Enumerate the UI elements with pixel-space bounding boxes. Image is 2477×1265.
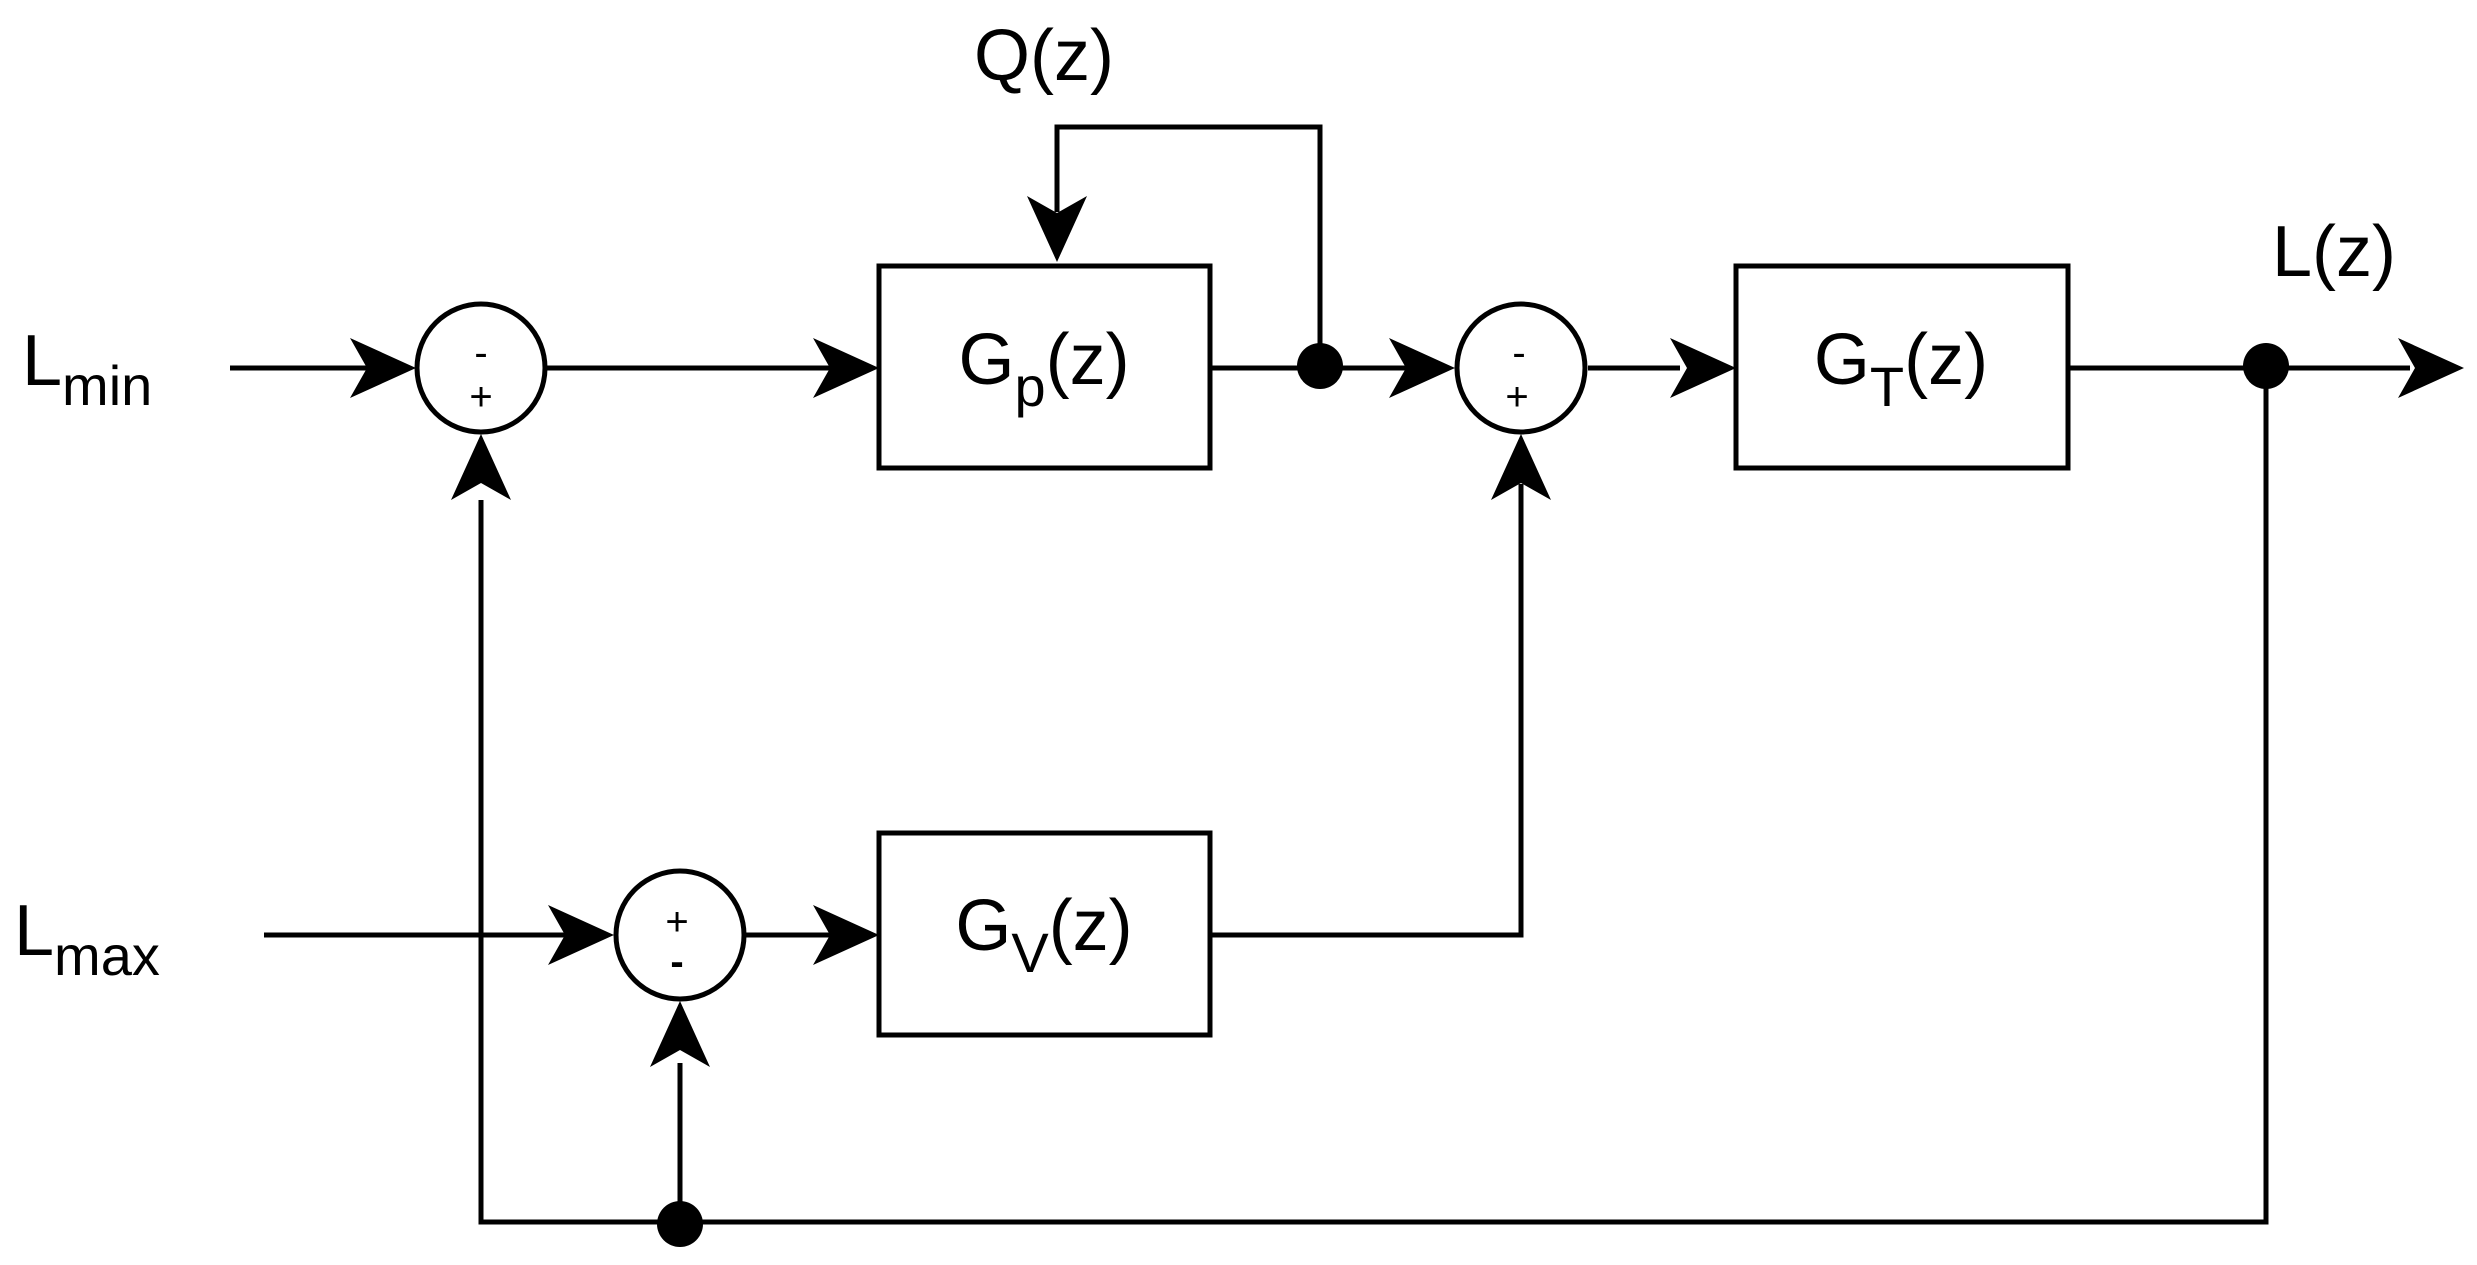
signal-wires	[230, 124, 2410, 1225]
summing-junction-2-bottom-sign: +	[1505, 375, 1528, 419]
summing-junction-2-circle	[1454, 301, 1588, 435]
block-gp-label: Gp(z)	[958, 320, 1129, 418]
summing-junction-3-bottom-sign: -	[670, 940, 683, 984]
block-gt-subscript: T	[1870, 355, 1904, 418]
block-gt: GT(z)	[1733, 263, 2071, 471]
block-gp: Gp(z)	[876, 263, 1213, 471]
arrow-gv-into-sum2	[1491, 434, 1551, 500]
input-lmin-label: Lmin	[22, 321, 152, 417]
summing-junction-2: - +	[1454, 301, 1588, 435]
block-gv: GV(z)	[876, 830, 1213, 1038]
summing-junction-1-circle	[414, 301, 548, 435]
arrow-into-gp	[813, 338, 879, 398]
branch-point-output	[2243, 343, 2289, 389]
block-gv-subscript: V	[1011, 921, 1049, 984]
arrow-into-sum1	[350, 338, 416, 398]
block-gt-label: GT(z)	[1814, 320, 1988, 418]
block-gp-argument: (z)	[1046, 320, 1130, 400]
block-gv-box	[876, 830, 1213, 1038]
arrow-feedback-into-sum1	[451, 434, 511, 500]
block-gv-base: G	[955, 886, 1011, 966]
block-gt-base: G	[1814, 320, 1870, 400]
arrow-feedback-into-sum3	[650, 1001, 710, 1067]
block-gv-label: GV(z)	[955, 886, 1132, 984]
arrow-output	[2398, 338, 2464, 398]
wire-q-loop	[1054, 124, 1323, 368]
arrow-into-sum2	[1389, 338, 1455, 398]
input-lmin-subscript: min	[62, 354, 152, 417]
block-gt-box	[1733, 263, 2071, 471]
disturbance-q-label: Q(z)	[974, 16, 1114, 96]
arrow-into-gv	[813, 905, 879, 965]
summing-junction-1: - +	[414, 301, 548, 435]
arrow-into-gt	[1670, 338, 1736, 398]
output-l-label: L(z)	[2272, 212, 2396, 292]
wire-output-feedback	[478, 368, 2269, 1225]
block-gp-box	[876, 263, 1213, 471]
block-gt-argument: (z)	[1904, 320, 1988, 400]
summing-junction-1-top-sign: -	[474, 331, 487, 375]
input-lmax-label: Lmax	[14, 891, 160, 987]
arrow-into-sum3	[548, 905, 614, 965]
block-gp-base: G	[958, 320, 1014, 400]
summing-junction-3: + -	[613, 868, 747, 1002]
block-gv-argument: (z)	[1049, 886, 1133, 966]
summing-junction-3-circle	[613, 868, 747, 1002]
input-lmax-subscript: max	[54, 924, 160, 987]
branch-point-gp-output	[1297, 343, 1343, 389]
summing-junction-2-top-sign: -	[1512, 331, 1525, 375]
summing-junction-1-bottom-sign: +	[469, 375, 492, 419]
input-lmin-base: L	[22, 321, 62, 401]
arrowheads	[350, 196, 2464, 1067]
arrow-q-into-gp	[1027, 196, 1087, 262]
input-lmax-base: L	[14, 891, 54, 971]
branch-point-feedback	[657, 1201, 703, 1247]
block-gp-subscript: p	[1014, 355, 1045, 418]
summing-junction-3-top-sign: +	[665, 900, 688, 944]
wire-gv-to-sum2	[1210, 484, 1524, 938]
